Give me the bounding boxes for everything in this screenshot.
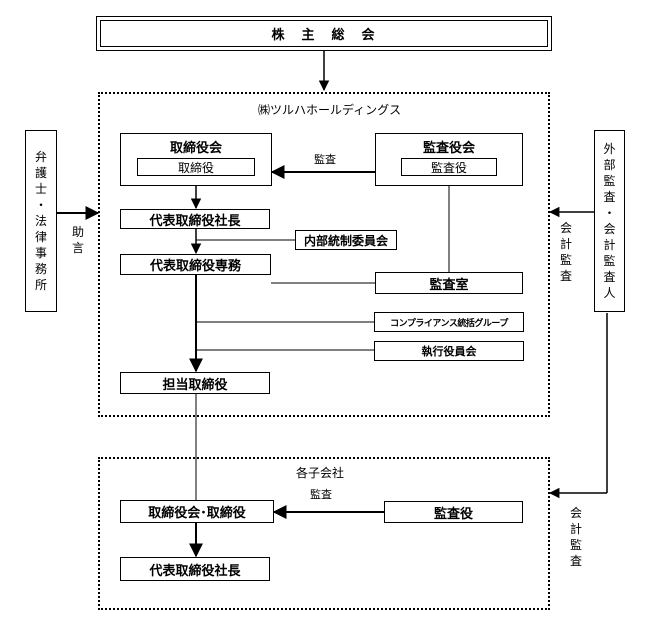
subsidiary-ceo-box: 代表取締役社長 [120, 557, 270, 581]
executive-committee-box: 執行役員会 [374, 341, 524, 361]
advice-label: 助言 [71, 225, 84, 255]
accounting-audit-label-2: 会計監査 [569, 506, 582, 568]
holdings-title: ㈱ツルハホールディングス [258, 103, 402, 117]
ceo-box: 代表取締役社長 [120, 209, 270, 229]
shareholders-meeting-box: 株 主 総 会 [96, 16, 552, 51]
board-label: 取締役会 [169, 141, 222, 156]
audit-office-box: 監査室 [375, 272, 523, 294]
compliance-group-box: コンプライアンス統括グループ [374, 312, 524, 332]
audit-board-label: 監査役会 [422, 141, 475, 156]
subsidiaries-title: 各子会社 [296, 466, 345, 480]
subsidiary-board-box: 取締役会･取締役 [120, 500, 274, 523]
auditors-inner-box: 監査役 [401, 158, 497, 176]
accounting-audit-label-1: 会計監査 [559, 221, 572, 283]
audit-board-box: 監査役会 監査役 [375, 133, 523, 186]
external-auditor-box: 外部監査・会計監査人 [594, 130, 625, 312]
board-box: 取締役会 取締役 [120, 133, 272, 186]
audit-label-1: 監査 [314, 153, 336, 166]
directors-inner-box: 取締役 [137, 158, 255, 176]
lawyer-box: 弁護士・法律事務所 [25, 130, 57, 312]
lawyer-label: 弁護士・法律事務所 [34, 150, 47, 292]
holdings-frame [98, 92, 550, 417]
director-in-charge-box: 担当取締役 [120, 372, 270, 394]
shareholders-meeting-label: 株 主 総 会 [100, 20, 548, 47]
external-auditor-label: 外部監査・会計監査人 [603, 142, 616, 300]
subsidiary-auditor-box: 監査役 [384, 501, 523, 523]
managing-director-box: 代表取締役専務 [120, 254, 271, 275]
audit-label-2: 監査 [310, 488, 332, 501]
subsidiaries-frame [98, 457, 550, 610]
internal-control-box: 内部統制委員会 [295, 230, 397, 250]
